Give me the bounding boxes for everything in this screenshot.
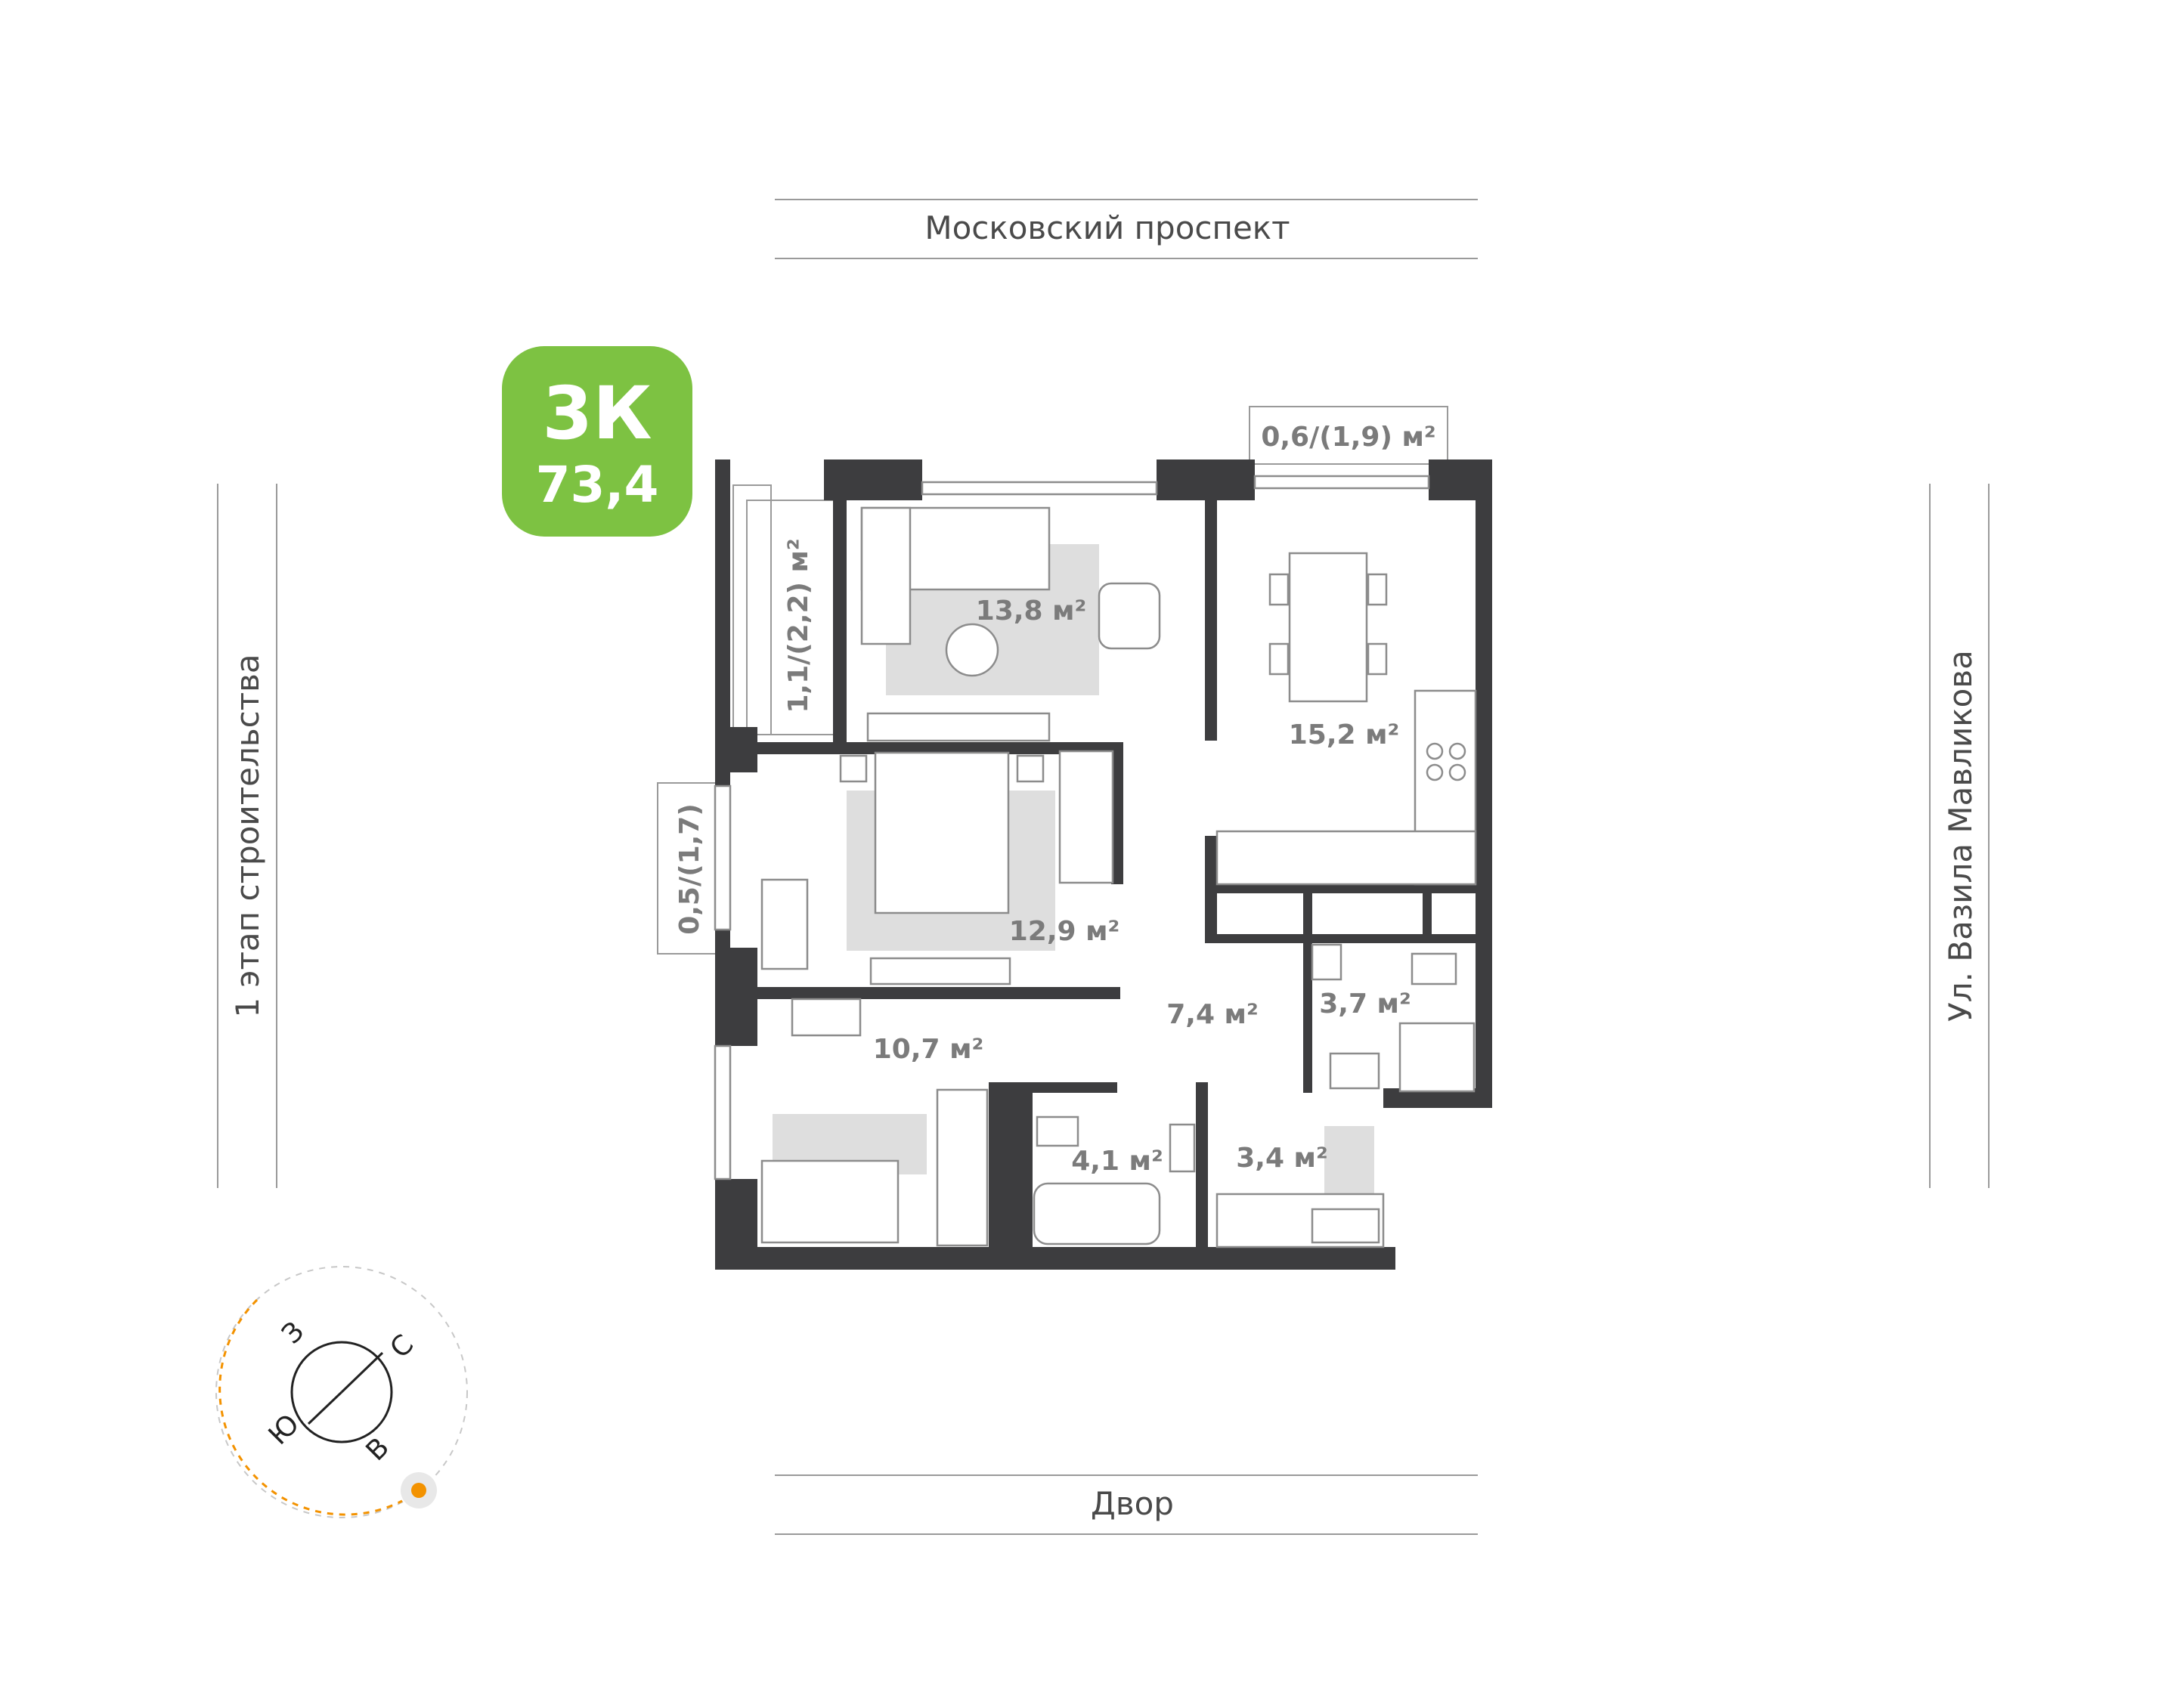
sink-right <box>1329 1052 1380 1090</box>
toilet-right <box>1411 952 1457 986</box>
street-bottom: Двор <box>775 1474 1478 1535</box>
entry-rug <box>1324 1126 1374 1202</box>
area-bedroom: 12,9 м² <box>1009 916 1120 947</box>
area-small-room: 10,7 м² <box>873 1034 984 1065</box>
area-kitchen: 15,2 м² <box>1289 719 1400 750</box>
compass: С В Ю З <box>215 1266 468 1518</box>
bath-left-furniture <box>1033 1115 1196 1245</box>
armchair <box>1098 582 1161 650</box>
balcony-left-lower: 0,5/(1,7) <box>657 782 720 955</box>
balcony-top: 0,6/(1,9) м² <box>1249 406 1448 465</box>
badge-type: 3К <box>542 371 652 456</box>
single-bed <box>760 1159 900 1244</box>
bath-right-furniture <box>1311 943 1476 1093</box>
living-furniture <box>860 506 1161 742</box>
badge-bg <box>502 346 692 537</box>
street-left: 1 этап строительства <box>217 484 277 1188</box>
pouf <box>945 623 999 677</box>
street-right: Ул. Вазила Мавликова <box>1929 484 1990 1188</box>
compass-ring <box>290 1341 393 1443</box>
compass-north: С <box>384 1329 420 1364</box>
small-room-furniture <box>760 998 989 1247</box>
balcony-left-upper-label: 1,1/(2,2) м² <box>783 538 814 713</box>
street-right-label: Ул. Вазила Мавликова <box>1942 650 1979 1022</box>
area-hall: 7,4 м² <box>1166 999 1259 1030</box>
shower <box>1398 1022 1476 1093</box>
counter-bottom <box>1215 830 1477 886</box>
apartment-badge: 3К 73,4 <box>502 346 692 537</box>
small-desk <box>791 998 862 1037</box>
entry-furniture <box>1215 1193 1385 1249</box>
washer <box>1311 943 1342 981</box>
area-bath-left: 4,1 м² <box>1071 1146 1163 1177</box>
badge-area: 73,4 <box>536 456 659 514</box>
sofa-chaise <box>860 506 912 645</box>
bathtub <box>1033 1182 1161 1245</box>
balcony-left-upper: 1,1/(2,2) м² <box>732 484 838 735</box>
kitchen-furniture <box>1215 552 1477 886</box>
area-bath-right: 3,7 м² <box>1319 989 1411 1020</box>
tv-stand <box>866 712 1051 742</box>
balcony-left-lower-label: 0,5/(1,7) <box>674 803 705 935</box>
street-left-label: 1 этап строительства <box>229 654 266 1017</box>
compass-south: Ю <box>263 1409 305 1451</box>
balcony-top-label: 0,6/(1,9) м² <box>1261 422 1435 453</box>
street-top-label: Московский проспект <box>924 209 1290 246</box>
desk <box>760 878 809 970</box>
street-top: Московский проспект <box>775 199 1478 259</box>
sun-path <box>218 1298 403 1516</box>
street-bottom-label: Двор <box>1091 1485 1174 1522</box>
small-wardrobe <box>936 1088 989 1247</box>
windows <box>714 475 1430 1180</box>
toilet-left <box>1036 1115 1079 1147</box>
compass-west: З <box>276 1316 310 1350</box>
area-entry: 3,4 м² <box>1236 1143 1328 1174</box>
sink-left <box>1169 1123 1196 1173</box>
dining-table <box>1288 552 1368 703</box>
compass-orbit <box>215 1266 468 1518</box>
area-living: 13,8 м² <box>976 596 1087 627</box>
wardrobe <box>1058 750 1114 884</box>
bedroom-furniture <box>760 750 1114 986</box>
bed <box>874 751 1010 914</box>
